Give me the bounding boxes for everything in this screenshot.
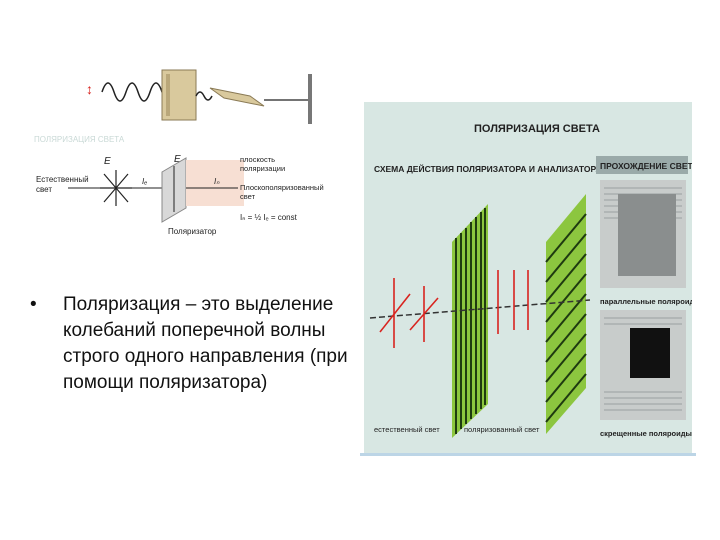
analyzer-plate [209,87,265,107]
polarized-region [186,160,244,206]
light-ray-dashed [369,299,591,319]
crossed-text-lines [604,317,682,411]
polarized-light-caption: поляризованный свет [464,425,540,434]
polarizer-label: Поляризатор [168,227,217,236]
screen-bar [308,74,312,124]
poster-bottom-border [360,453,696,456]
intensity-in-label: Iₑ [142,177,147,186]
wave-line-after [195,91,213,101]
passage-title-bg [596,156,688,174]
poster-title: ПОЛЯРИЗАЦИЯ СВЕТА [474,123,600,135]
parallel-label: параллельные поляроиды [600,297,692,306]
vertical-arrow-icon: ↕ [86,81,93,97]
scheme-title: СХЕМА ДЕЙСТВИЯ ПОЛЯРИЗАТОРА И АНАЛИЗАТОР… [374,163,602,174]
intensity-out-label: Iₙ [214,177,220,186]
analyzer-grid [545,194,587,434]
polarizer-block-shade [166,74,170,116]
polarizer-grid [452,204,488,438]
poster-svg: ПОЛЯРИЗАЦИЯ СВЕТА СХЕМА ДЕЙСТВИЯ ПОЛЯРИЗ… [369,123,701,438]
poster-panel: ПОЛЯРИЗАЦИЯ СВЕТА СХЕМА ДЕЙСТВИЯ ПОЛЯРИЗ… [364,102,701,454]
e-vector-label: E [104,156,111,167]
natural-light-caption: естественный свет [374,425,440,434]
polarization-poster-right: ПОЛЯРИЗАЦИЯ СВЕТА СХЕМА ДЕЙСТВИЯ ПОЛЯРИЗ… [360,98,701,456]
bullet-dot: • [30,294,37,315]
parallel-overlap [618,194,676,276]
crossed-overlap [630,328,670,378]
bullet-text: Поляризация – это выделение колебаний по… [63,294,348,393]
passage-title: ПРОХОЖДЕНИЕ СВЕТА [600,161,692,171]
formula-label: Iₙ = ½ Iₑ = const [240,213,298,222]
left-figure-caption: ПОЛЯРИЗАЦИЯ СВЕТА [34,135,125,144]
natural-light-arrows [379,278,439,348]
crossed-label: скрещенные поляроиды [600,429,692,438]
e-vector-label-2: E [174,154,181,165]
polarized-light-arrows [497,270,529,334]
